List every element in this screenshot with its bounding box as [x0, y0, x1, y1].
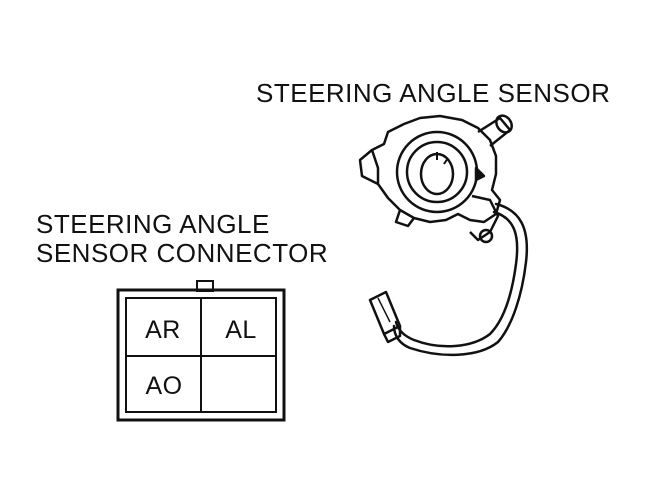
sensor-ring-outer: [395, 130, 479, 214]
harness-wire-inner: [394, 210, 519, 348]
sensor-mount-left: [358, 149, 379, 186]
harness-connector-boot: [382, 326, 402, 344]
sensor-harness: [392, 202, 529, 357]
harness-wire-outer: [392, 202, 529, 357]
connector-label-line2: SENSOR CONNECTOR: [36, 238, 328, 268]
terminal-ao: AO: [145, 372, 182, 400]
sensor-connector: [116, 280, 286, 422]
harness-connector: [368, 290, 402, 344]
sensor-label: STEERING ANGLE SENSOR: [256, 78, 610, 108]
terminal-al: AL: [225, 316, 257, 344]
sensor-nozzle: [477, 116, 512, 147]
terminal-ar: AR: [145, 316, 181, 344]
sensor-terminal-block: [469, 194, 500, 242]
sensor-terminal-screw: [478, 228, 494, 244]
sensor-bore-detail: [436, 152, 449, 165]
steering-angle-sensor: [358, 114, 513, 244]
sensor-mount-bottom: [394, 209, 415, 228]
sensor-index-mark: [474, 166, 486, 182]
connector-label-line1: STEERING ANGLE: [36, 209, 270, 239]
sensor-ring-inner: [405, 140, 469, 204]
harness-connector-rib: [377, 297, 391, 323]
connector-body: [116, 288, 286, 422]
sensor-nozzle-tip: [495, 114, 513, 134]
